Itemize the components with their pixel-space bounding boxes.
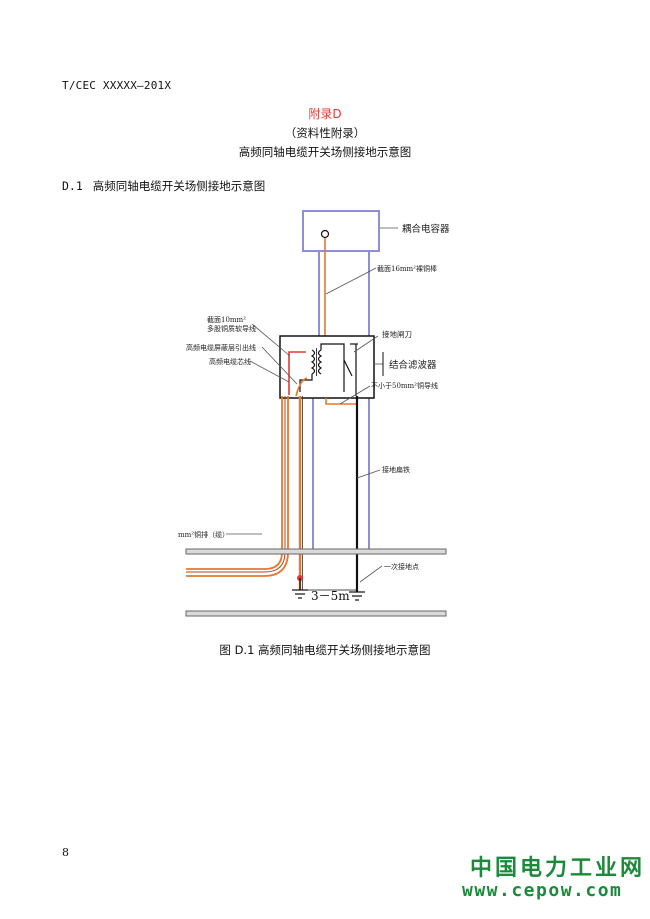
section-title: 高频同轴电缆开关场侧接地示意图 [92, 179, 266, 193]
page-number: 8 [62, 846, 69, 859]
leader-switch [353, 335, 379, 353]
copper-wire-50 [325, 398, 356, 405]
appendix-title: 附录D [308, 107, 342, 121]
standard-code: T/CEC XXXXX—201X [62, 79, 172, 92]
capacitor-terminal [320, 229, 330, 239]
transformer-coil-left [310, 349, 316, 375]
section-heading: D.1 高频同轴电缆开关场侧接地示意图 [62, 178, 265, 194]
label-multi-strand-2: 多股铜质软导线 [207, 324, 256, 333]
label-primary-ground: 一次接地点 [384, 562, 419, 571]
label-coupling-capacitor: 耦合电容器 [402, 223, 450, 235]
leader-core [249, 360, 290, 383]
leader-multi-strand [251, 323, 291, 357]
coax-cable-inner-1 [186, 396, 286, 573]
combining-filter-box [279, 335, 375, 399]
label-copper-bar: mm²铜排（缆） [178, 530, 229, 539]
coax-cable-outer-1 [186, 396, 283, 570]
secondary-lead [320, 343, 345, 392]
ground-symbol-left [292, 589, 308, 599]
label-core-wire: 高频电缆芯线 [209, 357, 251, 366]
grounding-diagram: 耦合电容器 截面16mm²裸铜棒 截面10mm² 多股铜质软导线 高频电缆屏蔽层… [178, 210, 450, 617]
label-combining-filter: 结合滤波器 [389, 359, 437, 371]
core-wire-signal [288, 351, 306, 395]
ground-switch-blade [343, 359, 353, 377]
label-ground-flat-iron: 接地扁铁 [382, 465, 410, 474]
ground-plate-upper [185, 548, 447, 555]
leader-flat-iron [356, 469, 381, 479]
label-copper-wire-50: 不小于50mm²铜导线 [371, 381, 438, 390]
appendix-note: （资料性附录） [284, 126, 366, 140]
transformer-coil-right [317, 349, 323, 375]
leader-shield [261, 346, 298, 385]
watermark-name: 中国电力工业网 [470, 856, 646, 881]
label-distance: 3－5m [311, 589, 350, 603]
leader-copper-rod [325, 267, 377, 295]
coupling-capacitor-box [302, 210, 380, 252]
watermark-url: www.cepow.com [462, 880, 623, 901]
label-shield-lead: 高频电缆屏蔽层引出线 [186, 343, 256, 352]
appendix-heading: 高频同轴电缆开关场侧接地示意图 [238, 145, 412, 159]
ground-plate-lower [185, 610, 447, 617]
figure-caption: 图 D.1 高频同轴电缆开关场侧接地示意图 [219, 643, 431, 657]
label-ground-switch: 接地闸刀 [382, 329, 412, 339]
shield-lead-wire [295, 377, 308, 397]
leader-primary-ground [359, 565, 383, 583]
label-bare-copper-rod: 截面16mm²裸铜棒 [377, 264, 437, 273]
section-number: D.1 [62, 179, 83, 193]
leader-copper-50 [339, 385, 371, 405]
ground-symbol-right [349, 591, 365, 601]
label-multi-strand-1: 截面10mm² [207, 315, 246, 324]
